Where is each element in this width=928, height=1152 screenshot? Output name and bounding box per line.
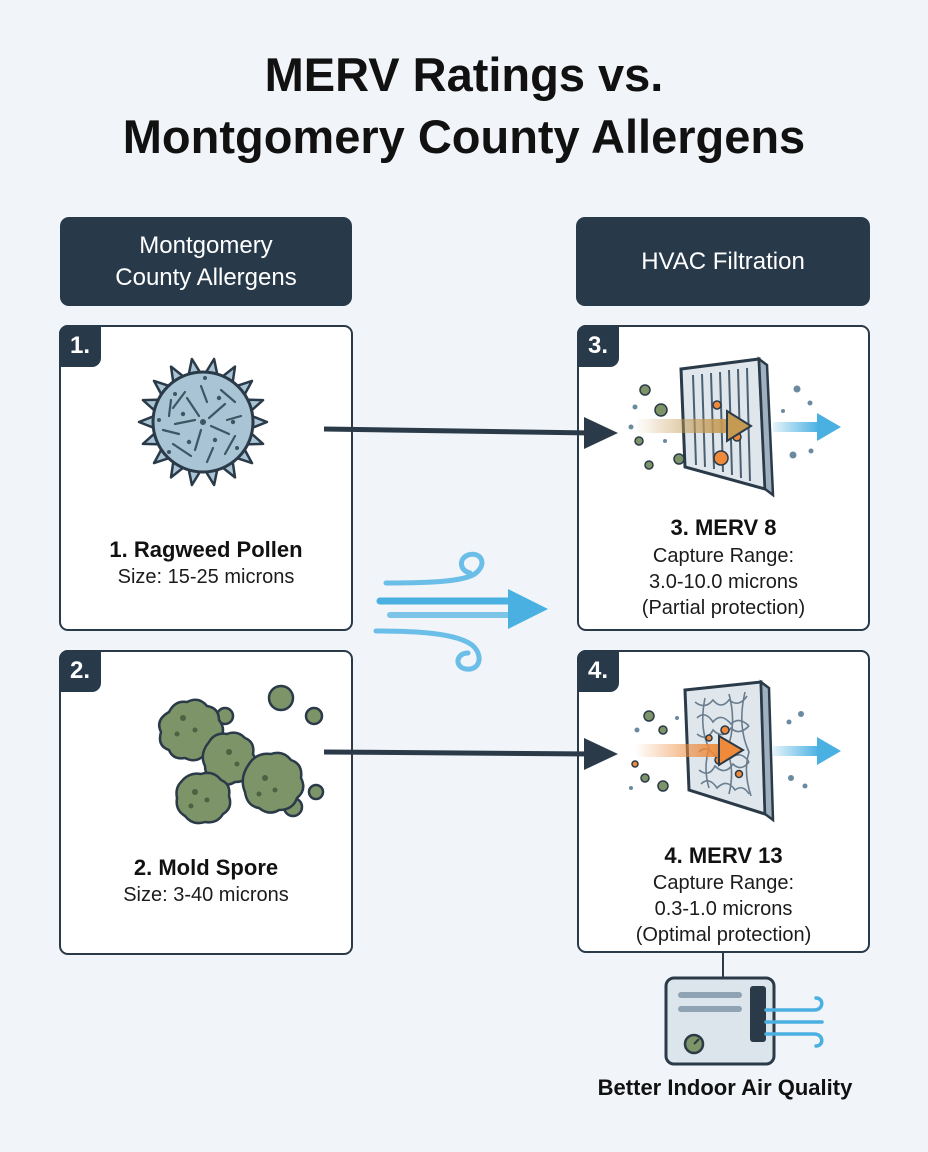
merv13-card: 4. [577,650,870,953]
pollen-grain-icon [137,357,269,487]
allergens-header-line-2: County Allergens [115,263,297,291]
pollen-card: 1. 1. Ragweed Pollen Size: 15-25 microns [59,325,353,631]
merv8-card: 3. [577,325,870,631]
dense-filter-icon [629,679,841,823]
pollen-card-size: Size: 15-25 microns [117,566,295,588]
mold-card: 2. 2. Mold Spore Size: 3-40 microns [59,650,353,955]
airflow-icon [373,551,548,672]
merv13-card-number: 4. [577,650,619,692]
title-line-2: Montgomery County Allergens [122,110,806,163]
air-purifier-icon [664,976,824,1066]
pleated-filter-icon [628,356,841,498]
merv13-card-line-3: (Optimal protection) [635,924,812,946]
footer-label: Better Indoor Air Quality [597,1075,853,1100]
pollen-to-merv8-arrow [323,417,618,449]
allergens-header-line-1: Montgomery [139,231,273,259]
mold-card-title: 2. Mold Spore [133,855,279,880]
mold-spores-icon [158,684,325,825]
merv13-card-line-1: Capture Range: [652,872,795,894]
allergens-header: Montgomery County Allergens [60,217,352,306]
merv8-card-title: 3. MERV 8 [670,515,777,540]
title-line-1: MERV Ratings vs. [264,48,664,101]
footer-connector [722,953,724,977]
pollen-card-title: 1. Ragweed Pollen [109,537,303,562]
mold-card-size: Size: 3-40 microns [123,884,289,906]
merv13-card-line-2: 0.3-1.0 microns [654,898,793,920]
merv8-card-line-3: (Partial protection) [641,597,806,619]
pollen-card-number: 1. [59,325,101,367]
merv8-card-line-1: Capture Range: [652,545,795,567]
mold-card-number: 2. [59,650,101,692]
mold-to-merv13-arrow [323,738,618,770]
merv8-card-line-2: 3.0-10.0 microns [649,571,798,593]
filtration-header: HVAC Filtration [576,217,870,306]
merv8-card-number: 3. [577,325,619,367]
page-title: MERV Ratings vs. Montgomery County Aller… [0,44,928,168]
merv13-card-title: 4. MERV 13 [664,843,783,868]
